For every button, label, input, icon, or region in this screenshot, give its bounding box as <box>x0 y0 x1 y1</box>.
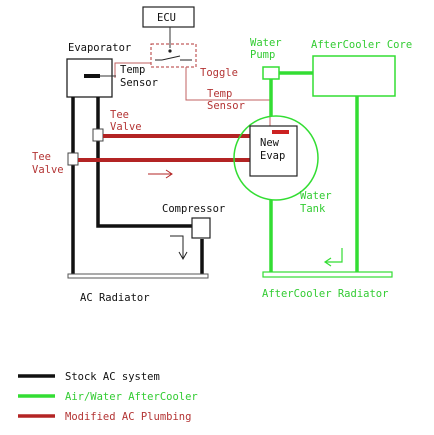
wire-toggle-to-temp-sensor-1 <box>114 62 151 78</box>
legend-label-stock: Stock AC system <box>65 371 160 383</box>
new-evap-label-line2: Evap <box>260 150 285 162</box>
ac-radiator-bar <box>67 273 209 279</box>
temp-sensor-2-label-line1: Temp <box>207 88 232 100</box>
ac-radiator-label: AC Radiator <box>80 292 150 304</box>
aftercooler-core-box <box>312 55 396 97</box>
evaporator-temp-sensor <box>84 74 100 78</box>
tee-valve-upper-label-line2: Valve <box>110 121 142 133</box>
tee-valve-upper <box>92 128 104 142</box>
flow-arrow-red-head <box>165 169 173 179</box>
compressor-label: Compressor <box>162 203 225 215</box>
ecu-box <box>142 6 195 28</box>
toggle-pivot <box>168 49 172 53</box>
toggle-switch-arm <box>161 55 181 61</box>
legend: Stock AC system Air/Water AfterCooler Mo… <box>18 371 198 423</box>
new-evap-sensor <box>272 130 289 134</box>
legend-label-aftercooler: Air/Water AfterCooler <box>65 391 198 403</box>
compressor-flow-arrow <box>170 235 184 258</box>
new-evap-label-line1: New <box>260 137 280 149</box>
water-pump-label-line2: Pump <box>250 49 275 61</box>
legend-label-modified: Modified AC Plumbing <box>65 411 191 423</box>
toggle-box <box>150 43 197 68</box>
tee-valve-lower-label-line2: Valve <box>32 164 64 176</box>
new-evap-box <box>249 125 298 177</box>
tee-valve-upper-label-line1: Tee <box>110 109 129 121</box>
aftercooler-radiator-bar <box>262 271 393 278</box>
tee-valve-lower-label-line1: Tee <box>32 151 51 163</box>
compressor-box <box>191 217 211 239</box>
water-tank-label-line2: Tank <box>300 203 326 215</box>
temp-sensor-2-label-line2: Sensor <box>207 100 245 112</box>
temp-sensor-1-label-line1: Temp <box>120 64 145 76</box>
water-tank-label-line1: Water <box>300 190 332 202</box>
water-tank <box>233 115 319 201</box>
temp-sensor-1-label-line2: Sensor <box>120 77 158 89</box>
flow-arrow-green <box>326 248 343 263</box>
aftercooler-radiator-label: AfterCooler Radiator <box>262 288 388 300</box>
tee-valve-lower <box>67 152 79 166</box>
water-pump-box <box>262 66 280 80</box>
evaporator-label: Evaporator <box>68 42 131 54</box>
compressor-flow-arrowhead <box>178 251 188 261</box>
aftercooler-core-label: AfterCooler Core <box>311 39 412 51</box>
water-pump-label-line1: Water <box>250 37 282 49</box>
flow-arrow-green-head <box>323 257 332 267</box>
toggle-label: Toggle <box>200 67 238 79</box>
ecu-label: ECU <box>157 12 176 24</box>
